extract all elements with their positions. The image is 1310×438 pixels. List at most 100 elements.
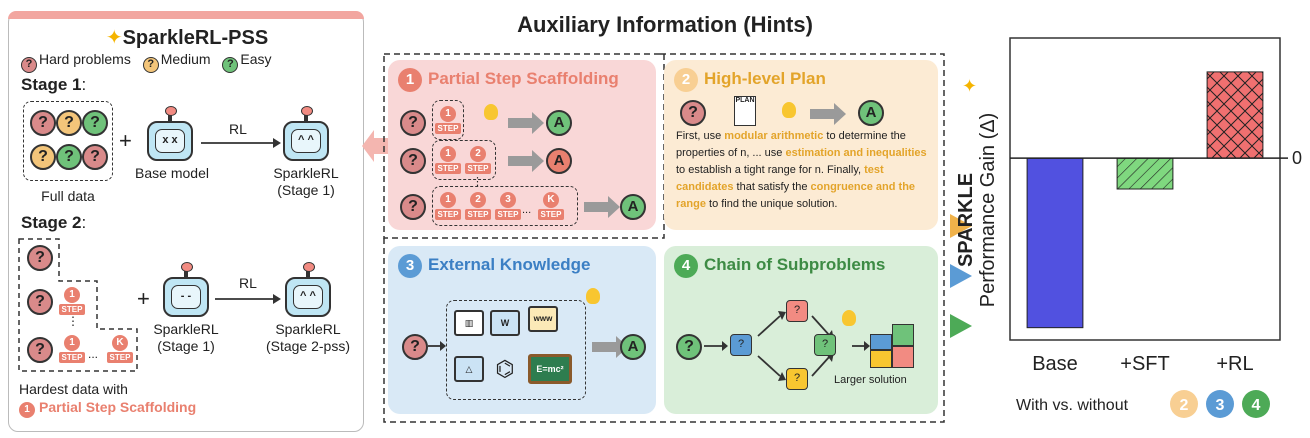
category-label: Base <box>1032 353 1078 375</box>
plan-text: First, use modular arithmetic to determi… <box>676 130 927 210</box>
performance-gain-chart: SPARKLE ✦ Performance Gain (Δ) Base+SFT+… <box>958 37 1302 418</box>
step-group <box>432 186 578 226</box>
rl-arrow <box>201 138 281 148</box>
hard-question-icon: ? <box>27 289 53 315</box>
medium-question-icon: ? <box>142 57 159 73</box>
full-data-group: ? ? ? ? ? ? <box>23 101 113 181</box>
rl-label: RL <box>239 275 257 291</box>
lightbulb-icon <box>586 288 600 304</box>
lightbulb-icon <box>484 104 498 120</box>
hard-question-icon: ? <box>21 57 37 73</box>
stage2-heading: Stage 2: <box>21 213 87 232</box>
puzzle-piece-icon: ? <box>786 300 808 322</box>
knowledge-arrow-icon <box>950 264 972 288</box>
hints-dashed-frame <box>383 53 945 423</box>
zero-tick-label: 0 <box>1292 148 1302 168</box>
gray-arrow-icon <box>508 112 544 134</box>
sparklerl-stage2-robot-icon: ^ ^ <box>285 262 331 317</box>
rl-arrow <box>215 294 281 304</box>
puzzle-piece-icon: ? <box>730 334 752 356</box>
category-labels: Base +SFT +RL <box>1032 353 1253 375</box>
bar-rl <box>1206 71 1264 159</box>
plan-document-icon: PLAN <box>734 96 756 126</box>
category-label: +RL <box>1216 353 1253 375</box>
correct-answer-icon: A <box>858 100 884 126</box>
legend-badge <box>1242 390 1270 418</box>
subproblems-arrow-icon <box>950 314 972 338</box>
hint-flow-arrow <box>362 130 390 162</box>
medium-question-icon: ? <box>56 110 82 136</box>
step-group <box>432 100 464 140</box>
rl-label: RL <box>229 121 247 137</box>
plus-sign: + <box>137 286 150 311</box>
stage1-heading: Stage 1: <box>21 75 87 94</box>
full-data-label: Full data <box>41 188 95 204</box>
gray-arrow-icon <box>508 150 544 172</box>
plan-arrow-icon <box>950 214 972 238</box>
ellipsis: ... <box>522 204 532 216</box>
category-label: +SFT <box>1120 353 1169 375</box>
easy-question-icon: ? <box>56 144 82 170</box>
hints-title: Auxiliary Information (Hints) <box>517 12 813 37</box>
easy-question-icon: ? <box>82 110 108 136</box>
sparklerl-stage1-robot-icon: - - <box>163 262 209 317</box>
larger-solution-label: Larger solution <box>834 374 907 386</box>
monitor-icon: W <box>490 310 520 336</box>
panel-accent-bar <box>8 11 364 19</box>
web-icon: www <box>528 306 558 332</box>
easy-question-icon: ? <box>222 57 239 73</box>
legend-badge-number: 2 <box>1180 397 1189 414</box>
ellipsis: ... <box>88 347 99 361</box>
plot-area <box>1009 37 1288 341</box>
sparklerl-pss-panel: ✦SparkleRL-PSS ?Hard problems ?Medium ?E… <box>8 11 364 432</box>
puzzle-piece-icon: ? <box>814 334 836 356</box>
lightbulb-icon <box>842 310 856 326</box>
right-arrow-icon <box>428 341 446 351</box>
correct-answer-icon: A <box>546 110 572 136</box>
hard-question-icon: ? <box>27 337 53 363</box>
solved-puzzle-icon <box>870 324 918 368</box>
legend-text: With vs. without <box>1016 397 1129 414</box>
puzzle-piece-icon: ? <box>786 368 808 390</box>
y-axis-label: Performance Gain (Δ) <box>977 113 999 308</box>
wrong-answer-icon: A <box>546 148 572 174</box>
vertical-ellipsis: ⋮ <box>472 176 483 188</box>
knowledge-group <box>446 300 586 400</box>
gray-arrow-icon <box>810 103 846 125</box>
sparklerl-stage1-robot-icon: ^ ^ <box>283 106 329 161</box>
correct-answer-icon: A <box>620 334 646 360</box>
hard-question-icon: ? <box>30 110 56 136</box>
hardest-data-outline <box>18 238 138 372</box>
bar-base <box>1026 157 1084 329</box>
hard-question-icon: ? <box>402 334 428 360</box>
chart-icon: ▥ <box>454 310 484 336</box>
vertical-ellipsis: ⋮ <box>67 314 79 328</box>
hard-question-icon: ? <box>400 148 426 174</box>
legend-badge <box>1170 390 1198 418</box>
sparklerl-stage2-label: SparkleRL(Stage 2-pss) <box>265 321 351 354</box>
plot-frame <box>1009 37 1281 341</box>
sparklerl-stage1-label: SparkleRL(Stage 1) <box>273 165 339 198</box>
sparkle-icon: ✦ <box>962 76 977 96</box>
legend-badge-number: 4 <box>1252 397 1261 414</box>
lightbulb-icon <box>782 102 796 118</box>
plus-sign: + <box>119 128 132 153</box>
hardest-data-note: Hardest data with <box>19 381 128 397</box>
legend-badge <box>1206 390 1234 418</box>
geometry-icon: △ <box>454 356 484 382</box>
hard-question-icon: ? <box>27 245 53 271</box>
